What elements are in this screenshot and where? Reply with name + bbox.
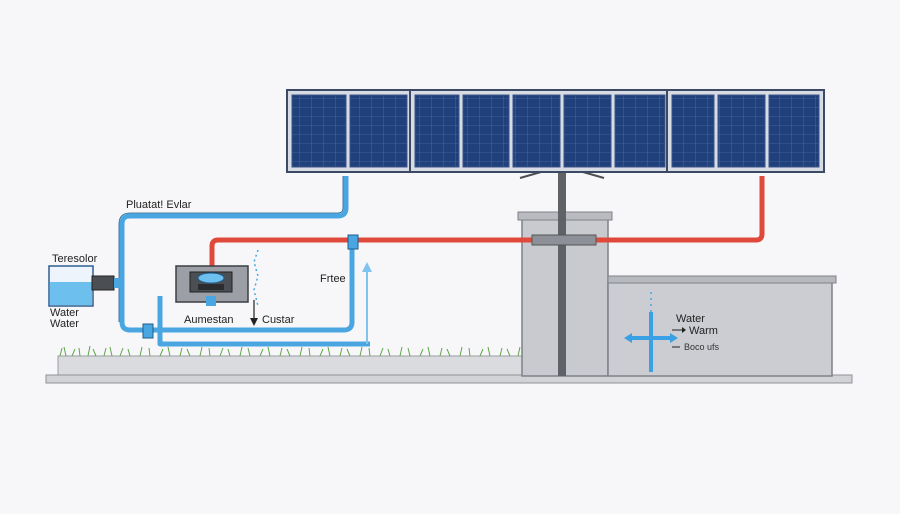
up-arrow-icon	[362, 262, 372, 344]
ground-line	[45, 374, 853, 384]
pump-unit	[175, 265, 249, 306]
pipe-label: Pluatat! Evlar	[126, 199, 192, 211]
water-label: Water	[676, 313, 705, 325]
ground-strip	[57, 355, 529, 377]
down-arrow-icon	[250, 300, 258, 326]
hot-water-pipe	[209, 176, 765, 266]
pipe-coupling-3	[142, 323, 154, 339]
tank-sublabel-2: Water	[50, 318, 79, 330]
custar-label: Custar	[262, 314, 295, 326]
outlet-label: Boco ufs	[684, 342, 720, 352]
pipe-coupling-1	[347, 234, 359, 250]
pump-label: Aumestan	[184, 314, 234, 326]
cold-pipe-outline	[118, 176, 344, 322]
warm-label: Warm	[689, 325, 718, 337]
cold-water-pipe	[119, 176, 370, 347]
chamber-roof	[607, 275, 837, 284]
storage-chamber	[607, 281, 833, 377]
solar-panel-left	[286, 89, 413, 173]
tank-label: Teresolor	[52, 253, 98, 265]
water-tank	[48, 265, 120, 307]
cross-flow-icon	[624, 312, 678, 372]
filter-label: Frtee	[320, 273, 346, 285]
tank-sublabel-1: Water	[50, 307, 79, 319]
solar-panel-right	[666, 89, 825, 173]
drip-line-1	[253, 249, 259, 307]
solar-panel-center	[409, 89, 671, 173]
grass	[59, 345, 521, 357]
mount-pole	[558, 168, 566, 376]
pipe-coupling-2	[531, 234, 597, 246]
right-arrow-icon	[672, 327, 686, 333]
